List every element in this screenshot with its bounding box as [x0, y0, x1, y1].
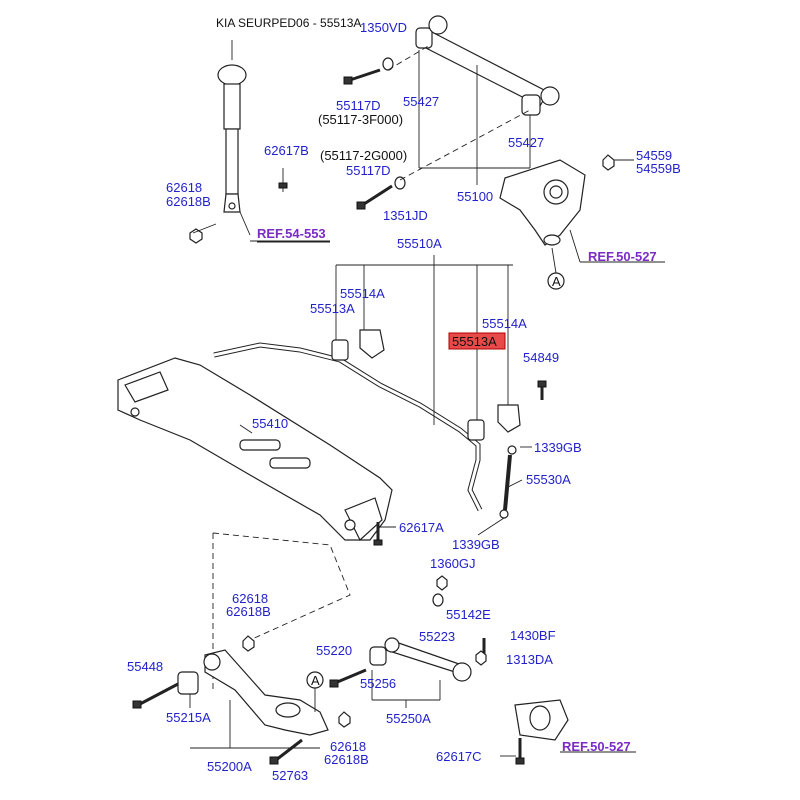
label-55427-a[interactable]: 55427 — [403, 94, 439, 109]
label-55117d-lower[interactable]: 55117D — [346, 163, 391, 178]
bolt-55117d-upper[interactable] — [343, 68, 381, 85]
ref-50-527-lower[interactable]: REF.50-527 — [562, 739, 631, 754]
svg-text:A: A — [311, 673, 320, 688]
highlighted-part-55513a[interactable]: 55513A — [448, 332, 506, 350]
nut-1360gj[interactable] — [436, 575, 448, 591]
label-55256[interactable]: 55256 — [360, 676, 396, 691]
label-62618b-bottom[interactable]: 62618B — [324, 752, 369, 767]
stabilizer-bar[interactable] — [213, 342, 483, 512]
washer-1351jd[interactable] — [394, 176, 406, 190]
crossmember-55410[interactable] — [117, 357, 393, 541]
label-55215a[interactable]: 55215A — [166, 710, 211, 725]
label-1360gj[interactable]: 1360GJ — [430, 556, 476, 571]
label-55117-2g000: (55117-2G000) — [320, 148, 407, 163]
bolt-62617c[interactable] — [515, 738, 525, 765]
label-55117d-upper[interactable]: 55117D — [336, 98, 381, 113]
label-62618-bottom[interactable]: 62618 — [330, 739, 366, 754]
label-55513a-highlighted: 55513A — [452, 334, 497, 349]
label-54559[interactable]: 54559 — [636, 148, 672, 163]
label-55223[interactable]: 55223 — [419, 629, 455, 644]
label-54559b[interactable]: 54559B — [636, 161, 681, 176]
bolt-62617b[interactable] — [278, 168, 288, 192]
label-62617c[interactable]: 62617C — [436, 749, 482, 764]
label-62618-top[interactable]: 62618 — [166, 180, 202, 195]
nut-62618-lower-left[interactable] — [242, 635, 255, 652]
label-55117-3f000: (55117-3F000) — [318, 112, 403, 127]
label-55220[interactable]: 55220 — [316, 643, 352, 658]
label-1339gb-lower[interactable]: 1339GB — [452, 537, 500, 552]
label-55514a-left[interactable]: 55514A — [340, 286, 385, 301]
svg-text:A: A — [552, 274, 561, 289]
label-55410[interactable]: 55410 — [252, 416, 288, 431]
lateral-arm-55250a[interactable] — [369, 637, 472, 682]
bolt-55448[interactable] — [132, 682, 179, 709]
circle-a-marker-upper: A — [547, 272, 565, 290]
stabilizer-link-55530a[interactable] — [499, 445, 517, 519]
diagram-title: KIA SEURPED06 - 55513A — [216, 16, 361, 30]
label-54849[interactable]: 54849 — [523, 350, 559, 365]
bracket-55514a-right[interactable] — [497, 404, 521, 433]
nut-1313da[interactable] — [475, 650, 487, 666]
washer-55142e[interactable] — [432, 593, 444, 607]
label-55530a[interactable]: 55530A — [526, 472, 571, 487]
label-55250a[interactable]: 55250A — [386, 711, 431, 726]
label-1313da[interactable]: 1313DA — [506, 652, 553, 667]
knuckle[interactable] — [499, 159, 586, 246]
label-62618b-top[interactable]: 62618B — [166, 194, 211, 209]
label-62617b[interactable]: 62617B — [264, 143, 309, 158]
bushing-55513a-left[interactable] — [331, 339, 349, 361]
bolt-62617a[interactable] — [373, 522, 383, 546]
bolt-52763[interactable] — [269, 738, 303, 765]
nut-62618-lower-right[interactable] — [338, 711, 351, 728]
lower-arm-55200a[interactable] — [177, 649, 329, 736]
label-55427-b[interactable]: 55427 — [508, 135, 544, 150]
bolt-55220[interactable] — [329, 668, 367, 688]
label-1339gb-upper[interactable]: 1339GB — [534, 440, 582, 455]
bracket-55514a-left[interactable] — [359, 329, 385, 359]
bolt-54849[interactable] — [537, 380, 547, 400]
label-62618-mid[interactable]: 62618 — [232, 591, 268, 606]
label-1351jd[interactable]: 1351JD — [383, 208, 428, 223]
label-62618b-mid[interactable]: 62618B — [226, 604, 271, 619]
label-55514a-right[interactable]: 55514A — [482, 316, 527, 331]
bushing-bracket-lower-right[interactable] — [514, 699, 569, 741]
label-62617a[interactable]: 62617A — [399, 520, 444, 535]
nut-62618[interactable] — [189, 228, 203, 244]
circle-a-marker-lower: A — [306, 671, 324, 689]
label-52763[interactable]: 52763 — [272, 768, 308, 783]
upper-arm-55100[interactable] — [415, 15, 560, 116]
label-55200a[interactable]: 55200A — [207, 759, 252, 774]
label-1350vd[interactable]: 1350VD — [360, 20, 407, 35]
label-55513a-left[interactable]: 55513A — [310, 301, 355, 316]
label-1430bf[interactable]: 1430BF — [510, 628, 556, 643]
ref-50-527-upper[interactable]: REF.50-527 — [588, 249, 657, 264]
shock-absorber[interactable] — [217, 40, 247, 213]
nut-54559[interactable] — [602, 154, 615, 171]
bushing-55513a-right[interactable] — [467, 419, 485, 441]
bolt-55117d-lower[interactable] — [356, 184, 393, 210]
label-55510a[interactable]: 55510A — [397, 236, 442, 251]
label-55100[interactable]: 55100 — [457, 189, 493, 204]
label-55142e[interactable]: 55142E — [446, 607, 491, 622]
ref-54-553[interactable]: REF.54-553 — [257, 226, 326, 241]
label-55448[interactable]: 55448 — [127, 659, 163, 674]
